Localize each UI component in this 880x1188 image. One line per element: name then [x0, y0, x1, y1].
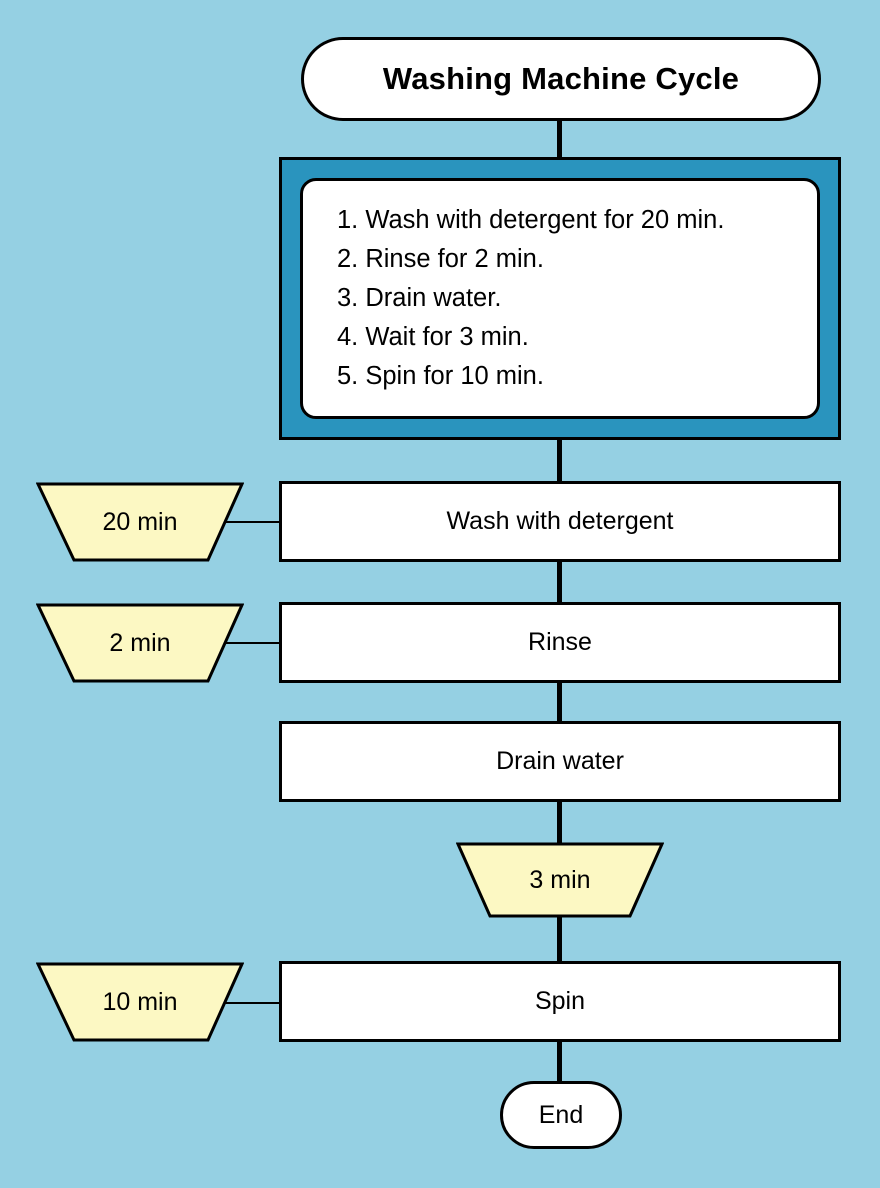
process-box-rinse[interactable]: Rinse [279, 602, 841, 683]
trapezoid-shape [456, 842, 664, 918]
instruction-line: 1. Wash with detergent for 20 min. [337, 206, 725, 234]
leader-line-wash-duration [208, 521, 282, 523]
trapezoid-shape [36, 482, 244, 562]
duration-note-spin[interactable]: 10 min [36, 961, 244, 1043]
end-node[interactable]: End [500, 1081, 622, 1149]
diagram-title-node[interactable]: Washing Machine Cycle [301, 37, 821, 121]
process-label: Wash with detergent [446, 507, 674, 535]
leader-line-rinse-duration [208, 642, 282, 644]
leader-line-spin-duration [208, 1002, 282, 1004]
instructions-panel: 1. Wash with detergent for 20 min. 2. Ri… [279, 157, 841, 440]
end-node-label: End [538, 1100, 584, 1129]
instruction-line: 3. Drain water. [337, 284, 502, 312]
process-label: Rinse [528, 628, 592, 656]
connector-rinse-to-drain [557, 681, 562, 723]
trapezoid-shape [36, 962, 244, 1042]
process-box-wash[interactable]: Wash with detergent [279, 481, 841, 562]
process-label: Drain water [496, 747, 624, 775]
connector-wash-to-rinse [557, 560, 562, 604]
instruction-line: 5. Spin for 10 min. [337, 362, 544, 390]
instruction-line: 4. Wait for 3 min. [337, 323, 529, 351]
instructions-inner-box: 1. Wash with detergent for 20 min. 2. Ri… [300, 178, 820, 419]
connector-list-to-wash [557, 437, 562, 483]
process-label: Spin [534, 987, 586, 1015]
instruction-line: 2. Rinse for 2 min. [337, 245, 544, 273]
connector-title-to-list [557, 118, 562, 160]
duration-note-rinse[interactable]: 2 min [36, 602, 244, 684]
connector-spin-to-end [557, 1039, 562, 1085]
process-box-drain-water[interactable]: Drain water [279, 721, 841, 802]
process-box-spin[interactable]: Spin [279, 961, 841, 1042]
connector-drain-to-wait [557, 799, 562, 843]
trapezoid-shape [36, 603, 244, 683]
duration-note-wash[interactable]: 20 min [36, 481, 244, 563]
wait-node-3-min[interactable]: 3 min [456, 841, 664, 919]
connector-wait-to-spin [557, 917, 562, 963]
page-title: Washing Machine Cycle [382, 61, 740, 96]
